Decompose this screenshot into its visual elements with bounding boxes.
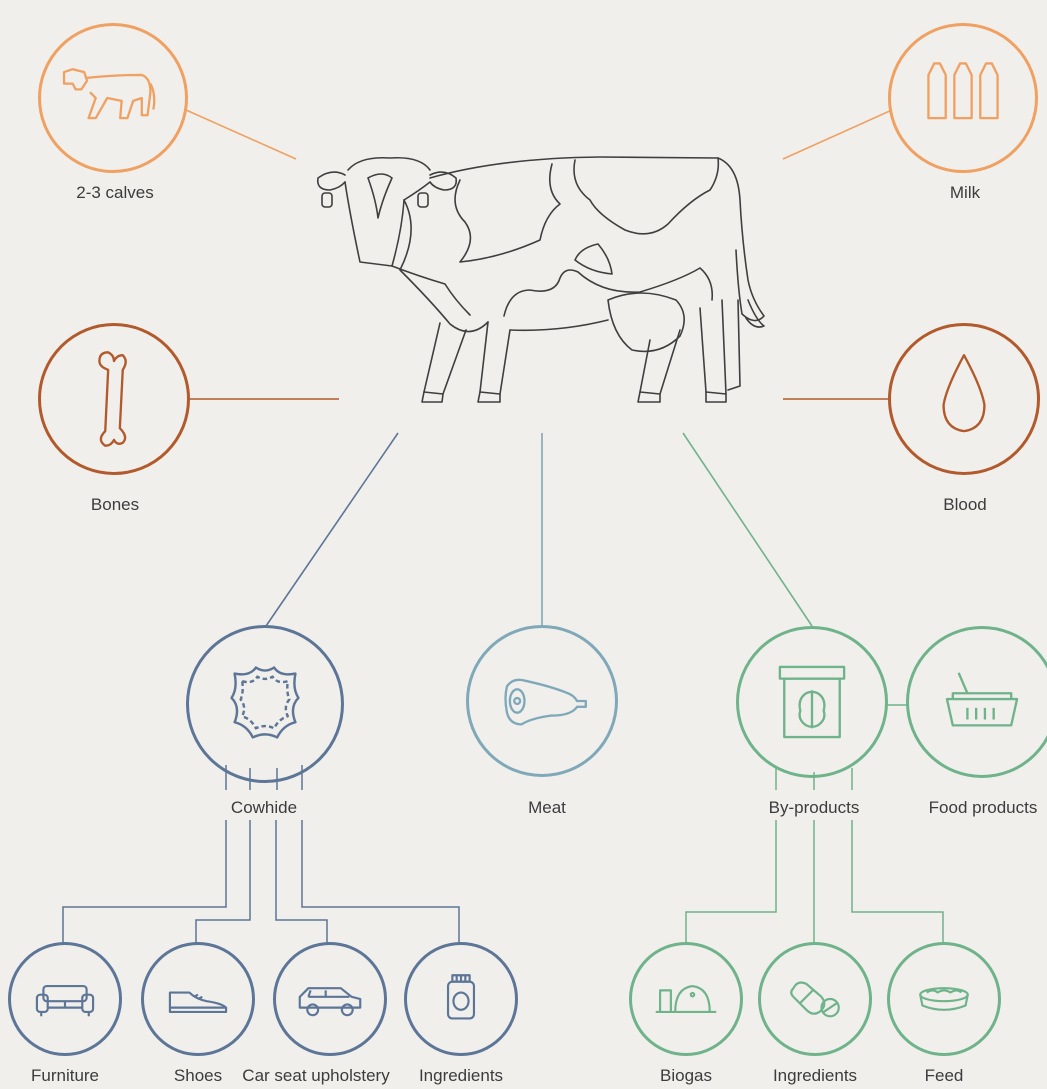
shoes-label: Shoes — [173, 1066, 223, 1085]
calves-circle — [38, 23, 188, 173]
car-icon — [298, 987, 362, 1017]
meat-circle — [466, 625, 618, 777]
biogas-tank-icon — [655, 984, 717, 1014]
cow-illustration — [316, 156, 765, 403]
food-label: Food products — [928, 798, 1038, 817]
bone-icon — [98, 351, 127, 447]
feed-bowl-icon — [919, 987, 969, 1011]
blood-circle — [888, 323, 1040, 475]
ingredients-left-circle — [404, 942, 518, 1056]
shoe-icon — [168, 991, 228, 1014]
milk-label: Milk — [949, 183, 981, 202]
jar-icon — [446, 974, 476, 1020]
meat-label: Meat — [528, 798, 566, 817]
food-circle — [906, 626, 1047, 778]
furniture-label: Furniture — [30, 1066, 100, 1085]
feed-circle — [887, 942, 1001, 1056]
blood-drop-icon — [942, 354, 986, 433]
car-label: Car seat upholstery — [242, 1066, 390, 1085]
byproducts-box-icon — [778, 665, 846, 739]
meat-icon — [504, 678, 587, 726]
ingredients-right-circle — [758, 942, 872, 1056]
bones-circle — [38, 323, 190, 475]
bones-label: Bones — [90, 495, 140, 514]
cowhide-label: Cowhide — [230, 798, 298, 817]
pills-icon — [790, 981, 840, 1018]
ingredients-right-label: Ingredients — [772, 1066, 858, 1085]
furniture-circle — [8, 942, 122, 1056]
ingredients-left-label: Ingredients — [418, 1066, 504, 1085]
sofa-icon — [35, 984, 95, 1017]
byproducts-circle — [736, 626, 888, 778]
biogas-label: Biogas — [660, 1066, 712, 1085]
car-circle — [273, 942, 387, 1056]
feed-label: Feed — [924, 1066, 964, 1085]
shoes-circle — [141, 942, 255, 1056]
byproducts-label: By-products — [768, 798, 860, 817]
milk-circle — [888, 23, 1038, 173]
basket-icon — [945, 672, 1019, 727]
hide-icon — [230, 666, 300, 739]
blood-label: Blood — [943, 495, 987, 514]
biogas-circle — [629, 942, 743, 1056]
calf-icon — [62, 68, 156, 120]
cowhide-circle — [186, 625, 344, 783]
milk-bottles-icon — [927, 62, 999, 120]
calves-label: 2-3 calves — [76, 183, 154, 202]
